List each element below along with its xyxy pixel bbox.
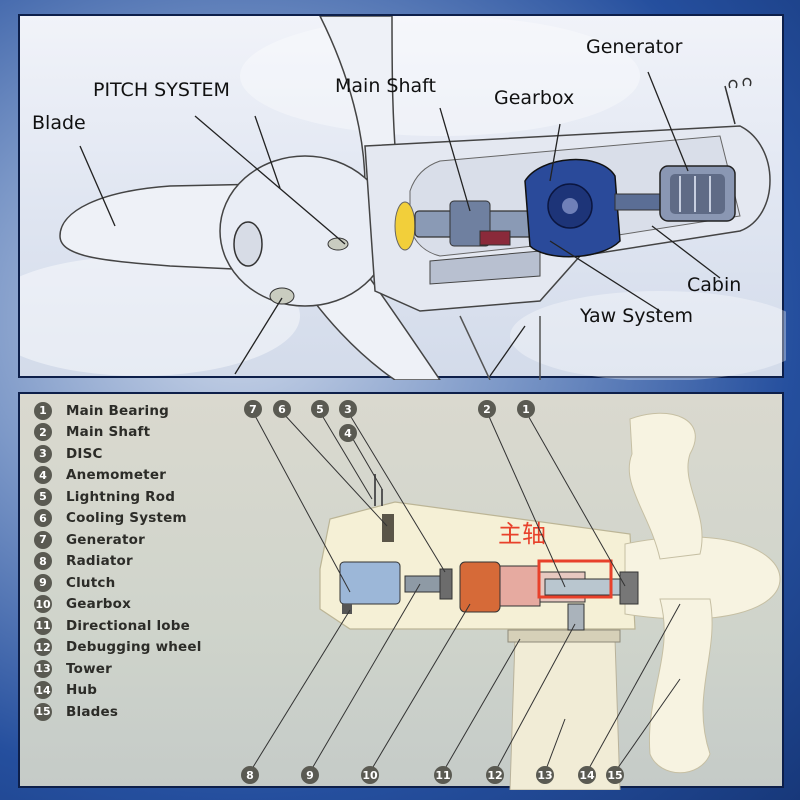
svg-text:5: 5 bbox=[316, 403, 324, 416]
legend-label: Debugging wheel bbox=[66, 639, 202, 656]
svg-text:14: 14 bbox=[579, 769, 595, 782]
callout-badge-8: 8 bbox=[241, 766, 259, 784]
callout-badge-9: 9 bbox=[301, 766, 319, 784]
turbine-components-drawing: 主轴 7 6 5 3 4 2 1 8 9 10 11 12 13 14 15 bbox=[241, 400, 781, 790]
legend-item: 3 DISC bbox=[34, 443, 202, 465]
legend-item: 12 Debugging wheel bbox=[34, 637, 202, 659]
main-shaft-chinese-label: 主轴 bbox=[498, 520, 546, 548]
legend-number: 6 bbox=[34, 509, 52, 528]
legend-number: 11 bbox=[34, 616, 52, 635]
legend-number: 7 bbox=[34, 530, 52, 549]
legend-item: 7 Generator bbox=[34, 529, 202, 551]
legend-item: 9 Clutch bbox=[34, 572, 202, 594]
svg-text:13: 13 bbox=[537, 769, 552, 782]
legend-number: 10 bbox=[34, 595, 52, 614]
callout-badge-2: 2 bbox=[478, 400, 496, 418]
legend-label: Cooling System bbox=[66, 510, 187, 527]
legend-label: Hub bbox=[66, 682, 98, 699]
callout-badge-12: 12 bbox=[486, 766, 504, 784]
legend-label: Tower bbox=[66, 660, 112, 677]
legend-item: 4 Anemometer bbox=[34, 465, 202, 487]
callout-badge-13: 13 bbox=[536, 766, 554, 784]
label-yaw-system: Yaw System bbox=[579, 305, 693, 327]
callout-badge-3: 3 bbox=[339, 400, 357, 418]
callout-badge-6: 6 bbox=[273, 400, 291, 418]
label-blade: Blade bbox=[32, 112, 86, 134]
svg-text:11: 11 bbox=[435, 769, 450, 782]
legend-label: Blades bbox=[66, 703, 119, 720]
svg-text:12: 12 bbox=[487, 769, 502, 782]
legend-item: 10 Gearbox bbox=[34, 594, 202, 616]
svg-text:1: 1 bbox=[522, 403, 530, 416]
legend-item: 13 Tower bbox=[34, 658, 202, 680]
label-generator: Generator bbox=[586, 36, 683, 58]
label-main-shaft: Main Shaft bbox=[335, 75, 436, 97]
legend-label: Lightning Rod bbox=[66, 488, 176, 505]
legend-item: 8 Radiator bbox=[34, 551, 202, 573]
label-gearbox: Gearbox bbox=[494, 87, 574, 109]
svg-text:8: 8 bbox=[246, 769, 254, 782]
legend-number: 12 bbox=[34, 638, 52, 657]
label-cabin: Cabin bbox=[687, 274, 741, 296]
legend-number: 3 bbox=[34, 444, 52, 463]
legend-number: 9 bbox=[34, 573, 52, 592]
legend-label: Generator bbox=[66, 531, 145, 548]
legend-label: Anemometer bbox=[66, 467, 167, 484]
legend-item: 15 Blades bbox=[34, 701, 202, 723]
legend-item: 6 Cooling System bbox=[34, 508, 202, 530]
svg-text:2: 2 bbox=[483, 403, 491, 416]
legend-number: 2 bbox=[34, 423, 52, 442]
svg-text:9: 9 bbox=[306, 769, 314, 782]
legend-item: 1 Main Bearing bbox=[34, 400, 202, 422]
legend-number: 15 bbox=[34, 702, 52, 721]
legend-item: 11 Directional lobe bbox=[34, 615, 202, 637]
legend-number: 1 bbox=[34, 401, 52, 420]
legend-label: Main Shaft bbox=[66, 424, 151, 441]
main-shaft-highlight-box bbox=[537, 559, 613, 599]
legend-label: Directional lobe bbox=[66, 617, 190, 634]
legend-label: Main Bearing bbox=[66, 402, 169, 419]
legend-item: 5 Lightning Rod bbox=[34, 486, 202, 508]
legend-item: 14 Hub bbox=[34, 680, 202, 702]
label-pitch-system: PITCH SYSTEM bbox=[93, 79, 230, 101]
legend-item: 2 Main Shaft bbox=[34, 422, 202, 444]
callout-badge-11: 11 bbox=[434, 766, 452, 784]
nacelle-cutaway-drawing: Blade PITCH SYSTEM Main Shaft Gearbox Ge… bbox=[20, 16, 786, 380]
legend-label: DISC bbox=[66, 445, 103, 462]
callout-badge-1: 1 bbox=[517, 400, 535, 418]
svg-text:7: 7 bbox=[249, 403, 257, 416]
callout-badge-5: 5 bbox=[311, 400, 329, 418]
legend-number: 5 bbox=[34, 487, 52, 506]
component-legend: 1 Main Bearing 2 Main Shaft 3 DISC 4 Anemome… bbox=[34, 400, 202, 723]
callout-badge-4: 4 bbox=[339, 424, 357, 442]
legend-label: Clutch bbox=[66, 574, 116, 591]
svg-text:6: 6 bbox=[278, 403, 286, 416]
legend-label: Gearbox bbox=[66, 596, 132, 613]
legend-number: 14 bbox=[34, 681, 52, 700]
callout-badge-10: 10 bbox=[361, 766, 379, 784]
callout-badge-14: 14 bbox=[578, 766, 596, 784]
legend-number: 8 bbox=[34, 552, 52, 571]
svg-text:4: 4 bbox=[344, 427, 352, 440]
legend-number: 4 bbox=[34, 466, 52, 485]
callout-badge-7: 7 bbox=[244, 400, 262, 418]
svg-text:10: 10 bbox=[362, 769, 378, 782]
legend-number: 13 bbox=[34, 659, 52, 678]
svg-text:15: 15 bbox=[607, 769, 622, 782]
nacelle-cutaway-diagram: Blade PITCH SYSTEM Main Shaft Gearbox Ge… bbox=[18, 14, 786, 380]
callout-badge-15: 15 bbox=[606, 766, 624, 784]
legend-label: Radiator bbox=[66, 553, 133, 570]
svg-text:3: 3 bbox=[344, 403, 352, 416]
